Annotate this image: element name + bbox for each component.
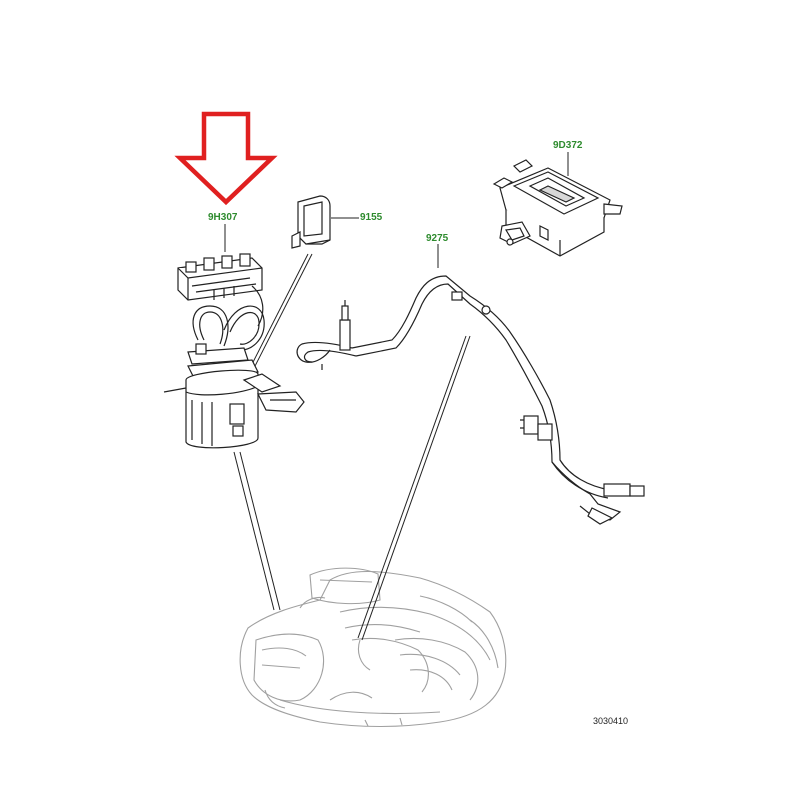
fuel-pump-module xyxy=(163,253,305,449)
leader-lines xyxy=(224,152,569,641)
figure-reference-number: 3030410 xyxy=(593,716,629,726)
callout-9d372: 9D372 xyxy=(553,140,583,151)
down-arrow-icon xyxy=(174,111,278,206)
callout-9155: 9155 xyxy=(360,212,383,223)
fuel-tank-ghost xyxy=(239,567,507,728)
callout-9h307: 9H307 xyxy=(208,212,238,223)
control-module xyxy=(492,159,623,257)
callout-9275: 9275 xyxy=(426,233,449,244)
wiring-harness xyxy=(296,275,645,525)
fuel-level-sender xyxy=(291,195,331,249)
